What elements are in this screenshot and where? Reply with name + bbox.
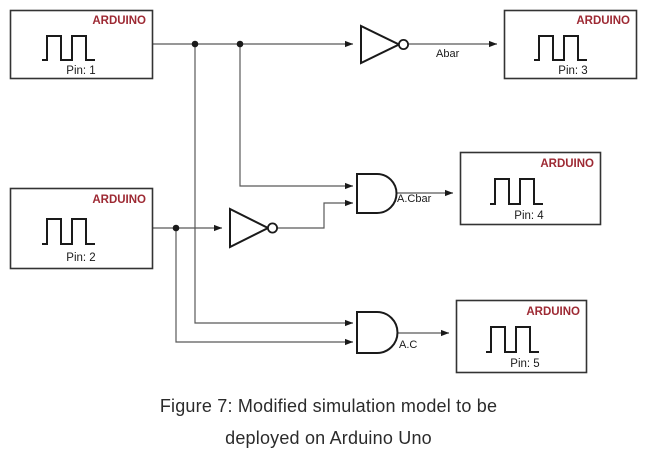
junction-dot — [191, 40, 199, 48]
arduino-digital-output-pin3-block[interactable]: ARDUINO Pin: 3 — [503, 9, 638, 80]
arduino-pin-label: Pin: 3 — [558, 65, 587, 77]
figure-caption-line-1: Figure 7: Modified simulation model to b… — [159, 396, 498, 416]
signal-label-a-c: A.C — [399, 339, 417, 351]
not-gate-bubble-icon — [266, 222, 278, 234]
not-gate-triangle-icon — [229, 207, 271, 249]
junction-dot — [236, 40, 244, 48]
arduino-digital-input-pin1-block[interactable]: ARDUINO Pin: 1 — [9, 9, 154, 80]
and-gate-icon — [356, 173, 398, 214]
and-gate-icon — [356, 311, 399, 354]
wire-cbar-to-and-upper — [278, 199, 354, 229]
wire-a-branch-to-and-upper — [239, 44, 354, 190]
arduino-brand-label: ARDUINO — [92, 194, 146, 206]
signal-label-a-cbar: A.Cbar — [397, 193, 432, 205]
wire-layer — [152, 40, 498, 346]
not-gate-triangle-icon — [360, 24, 402, 65]
square-wave-icon — [42, 35, 95, 61]
square-wave-icon — [486, 326, 539, 353]
arduino-digital-output-pin5-block[interactable]: ARDUINO Pin: 5 — [455, 299, 588, 374]
arduino-digital-output-pin4-block[interactable]: ARDUINO Pin: 4 — [459, 151, 602, 226]
wire-c-branch-to-and-lower — [175, 228, 354, 346]
not-gate-c[interactable] — [229, 207, 278, 249]
square-wave-icon — [42, 218, 95, 245]
wire-a-branch-to-and-lower — [194, 44, 354, 327]
arduino-pin-label: Pin: 5 — [510, 358, 539, 370]
arduino-brand-label: ARDUINO — [92, 15, 146, 27]
arduino-pin-label: Pin: 4 — [514, 210, 544, 222]
signal-label-abar: Abar — [436, 48, 460, 60]
junction-dot — [172, 224, 180, 232]
junction-layer — [172, 40, 244, 232]
not-gate-bubble-icon — [397, 39, 409, 51]
square-wave-icon — [534, 35, 587, 61]
arduino-brand-label: ARDUINO — [526, 306, 580, 318]
figure-caption-line-2: deployed on Arduino Uno — [225, 428, 432, 448]
arduino-pin-label: Pin: 1 — [66, 65, 95, 77]
not-gate-a[interactable] — [360, 24, 409, 65]
arduino-brand-label: ARDUINO — [576, 15, 630, 27]
arduino-digital-input-pin2-block[interactable]: ARDUINO Pin: 2 — [9, 187, 154, 270]
and-gate-upper[interactable] — [356, 173, 398, 214]
arduino-pin-label: Pin: 2 — [66, 252, 95, 264]
and-gate-lower[interactable] — [356, 311, 399, 354]
square-wave-icon — [490, 178, 543, 205]
arduino-brand-label: ARDUINO — [540, 158, 594, 170]
